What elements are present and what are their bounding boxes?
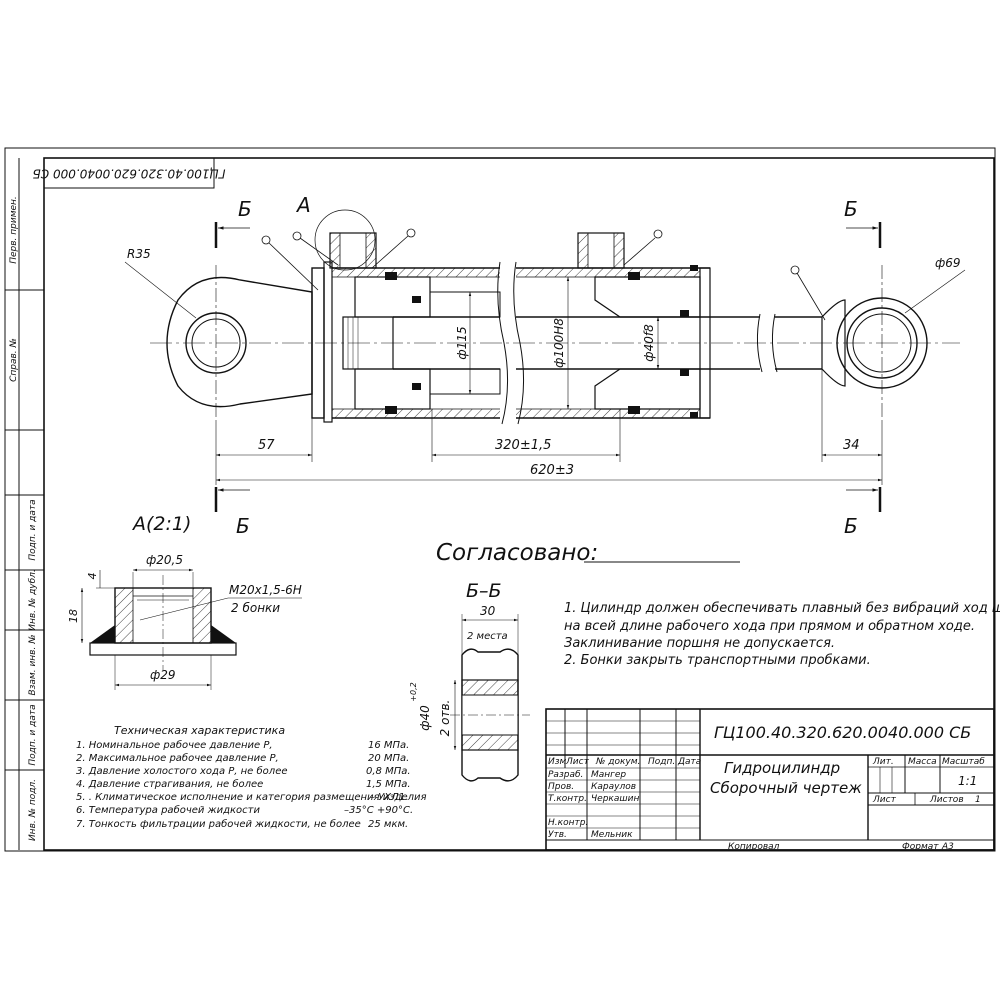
dim-d115: ф115 — [455, 326, 469, 359]
side-label-1: Справ. № — [9, 338, 19, 382]
tech-row-6-label: 7. Тонкость фильтрации рабочей жидкости,… — [76, 818, 361, 830]
side-label-2: Подп. и дата — [28, 499, 38, 560]
name-2: Черкашин — [591, 794, 639, 804]
title-name-2: Сборочный чертеж — [710, 779, 862, 797]
tb-format-value: А3 — [941, 842, 954, 852]
dim-620: 620±3 — [530, 463, 574, 478]
tech-row-1-value: 20 МПа. — [368, 753, 409, 764]
role-1: Пров. — [548, 782, 574, 792]
side-label-5: Подп. и дата — [28, 704, 38, 765]
tech-row-4-value: – УХЛ1. — [370, 792, 408, 803]
side-label-6: Инв. № подл. — [28, 779, 38, 841]
detail-a-title: А(2:1) — [131, 513, 191, 535]
section-bb-places: 2 места — [467, 631, 508, 642]
detail-a-note: 2 бонки — [231, 601, 280, 615]
side-label-0: Перв. примен. — [9, 196, 19, 264]
tb-format: Формат — [902, 842, 939, 852]
tech-row-0-value: 16 МПа. — [368, 740, 409, 751]
outer-frame — [4, 147, 996, 852]
dim-d69: ф69 — [935, 256, 961, 270]
detail-a-d20: ф20,5 — [146, 553, 183, 567]
note-line-1: на всей длине рабочего хода при прямом и… — [564, 619, 975, 634]
inner-frame — [43, 157, 995, 851]
detail-a-h4: 4 — [86, 573, 99, 580]
detail-a-d29: ф29 — [150, 668, 176, 682]
section-bb-title: Б–Б — [466, 580, 502, 602]
col-list: Лист — [565, 757, 590, 767]
notes: 1. Цилиндр должен обеспечивать плавный б… — [564, 601, 1000, 668]
tb-scale-header: Масштаб — [942, 757, 985, 767]
dim-320: 320±1,5 — [495, 438, 551, 453]
note-line-3: 2. Бонки закрыть транспортными пробками. — [564, 653, 871, 668]
tech-row-2-label: 3. Давление холостого хода Р, не более — [76, 765, 288, 777]
tech-row-0-label: 1. Номинальное рабочее давление Р, — [76, 739, 273, 751]
tech-row-6-value: 25 мкм. — [368, 819, 408, 830]
section-bb-tol: +0,2 — [409, 682, 418, 701]
name-0: Мангер — [591, 770, 626, 780]
side-label-3: Инв. № дубл. — [28, 569, 38, 631]
section-bb-holes: 2 отв. — [438, 700, 452, 737]
note-line-2: Заклинивание поршня не допускается. — [564, 636, 835, 651]
side-label-4: Взам. инв. № — [28, 634, 38, 695]
tb-sheets: Листов — [929, 795, 964, 805]
dim-r35: R35 — [127, 247, 151, 261]
title-code: ГЦ100.40.320.620.0040.000 СБ — [714, 723, 971, 742]
tech-row-3-label: 4. Давление страгивания, не более — [76, 778, 263, 790]
detail-mark-a: А — [295, 193, 311, 217]
tech-row-3-value: 1,5 МПа. — [366, 779, 411, 790]
dim-57: 57 — [258, 438, 275, 453]
tech-row-4-label: 5. . Климатическое исполнение и категори… — [76, 792, 427, 803]
role-4: Н.контр. — [548, 818, 588, 828]
col-sign: Подп. — [648, 757, 675, 767]
section-mark-tr: Б — [844, 197, 858, 221]
dim-d40: ф40f8 — [642, 324, 656, 362]
note-line-0: 1. Цилиндр должен обеспечивать плавный б… — [564, 601, 1000, 616]
dimensions: R35 ф69 ф115 ф100Н8 ф40f8 57 320±1,5 34 … — [124, 247, 966, 485]
name-1: Караулов — [591, 782, 636, 792]
dim-34: 34 — [843, 438, 860, 453]
section-mark-br: Б — [844, 514, 858, 538]
tb-scale: 1:1 — [958, 774, 977, 788]
tb-sheet: Лист — [872, 795, 897, 805]
tb-sheets-n: 1 — [975, 795, 981, 805]
name-5: Мельник — [591, 830, 633, 840]
tb-copied: Копировал — [728, 842, 780, 852]
tech-row-5-value: –35°С +90°С. — [344, 805, 413, 816]
section-bb-w30: 30 — [480, 604, 496, 618]
tech-row-1-label: 2. Максимальное рабочее давление Р, — [76, 752, 279, 764]
dim-d100: ф100Н8 — [552, 318, 566, 368]
role-0: Разраб. — [548, 770, 583, 780]
section-mark-bl: Б — [236, 514, 250, 538]
tb-lit: Лит. — [872, 757, 894, 767]
section-mark-tl: Б — [238, 197, 252, 221]
title-name-1: Гидроцилиндр — [724, 759, 840, 777]
detail-a-h18: 18 — [67, 609, 80, 623]
col-doc: № докум. — [595, 757, 640, 767]
detail-a: А(2:1) ф20,5 ф29 4 18 М20х1,5-6Н 2 бонки — [67, 513, 302, 690]
tech-title: Техническая характеристика — [114, 724, 285, 737]
title-block: Изм Лист № докум. Подп. Дата Разраб. Ман… — [545, 708, 995, 852]
tech-row-5-label: 6. Температура рабочей жидкости — [76, 804, 260, 816]
col-izm: Изм — [548, 757, 567, 767]
role-2: Т.контр. — [548, 794, 587, 804]
side-strip: Перв. примен. Справ. № Подп. и дата Инв.… — [5, 158, 44, 850]
rotated-doc-code: ГЦ100.40.320.620.0040.000 СБ — [33, 167, 226, 181]
col-date: Дата — [677, 757, 701, 767]
agreed-block: Согласовано: — [436, 540, 740, 566]
rotated-code-box: ГЦ100.40.320.620.0040.000 СБ — [33, 157, 226, 189]
detail-a-thread: М20х1,5-6Н — [229, 583, 302, 597]
section-bb-d40: ф40 — [418, 705, 432, 731]
main-view — [150, 209, 960, 425]
tb-mass: Масса — [908, 757, 937, 767]
section-marks: Б Б Б Б А — [214, 193, 882, 538]
section-bb: Б–Б 30 2 места ф40 +0,2 2 отв. — [409, 580, 530, 782]
tech-row-2-value: 0,8 МПа. — [366, 766, 411, 777]
tech-characteristics: Техническая характеристика 1. Номинально… — [76, 724, 427, 830]
role-5: Утв. — [548, 830, 567, 840]
agreed-label: Согласовано: — [436, 540, 598, 566]
